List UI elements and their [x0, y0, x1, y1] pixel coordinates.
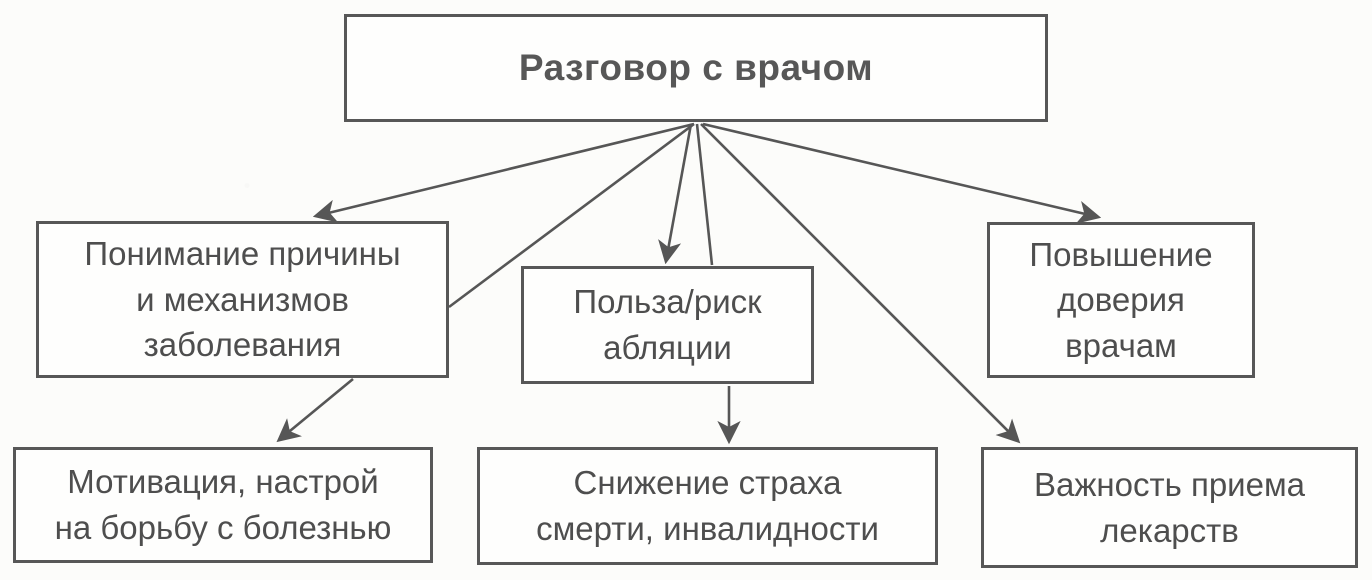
- node-conversation-with-doctor: Разговор с врачом: [344, 14, 1048, 122]
- node-reduced-fear-of-death-disability: Снижение страха смерти, инвалидности: [477, 447, 938, 565]
- line-root-to-understanding-side: [448, 122, 695, 309]
- node-understanding-disease-causes: Понимание причины и механизмов заболеван…: [36, 221, 449, 378]
- arrow-root-to-medication: [700, 123, 1021, 444]
- node-increased-trust-in-doctors: Повышение доверия врачам: [987, 222, 1255, 378]
- node-ablation-benefit-risk: Польза/риск абляции: [521, 266, 814, 384]
- node-importance-of-taking-medication: Важность приема лекарств: [981, 447, 1358, 568]
- arrow-root-to-understanding-top: [312, 122, 695, 223]
- line-root-to-benefit-risk-right: [695, 123, 714, 266]
- arrow-understanding-to-motivation: [276, 377, 354, 443]
- arrow-root-to-trust: [702, 122, 1102, 224]
- node-motivation-to-fight-disease: Мотивация, настрой на борьбу с болезнью: [13, 447, 433, 563]
- arrow-root-to-benefit-risk: [658, 123, 693, 265]
